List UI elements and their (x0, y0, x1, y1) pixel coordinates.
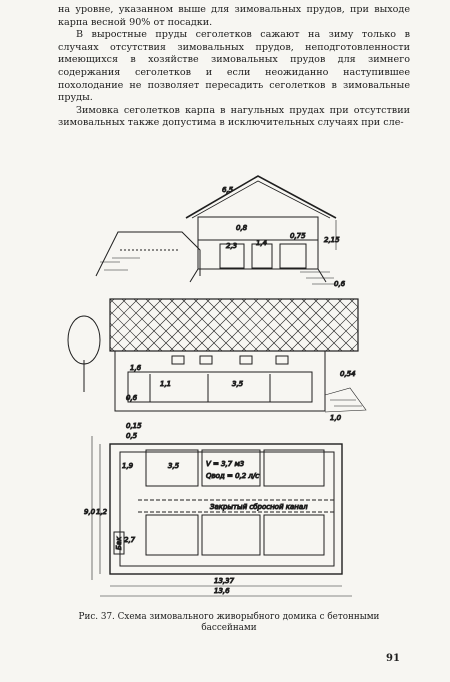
section-view (95, 175, 337, 285)
dim-plan-7: 9,0 (84, 508, 96, 516)
roof-hatch-line (110, 334, 127, 351)
roof-hatch-line (181, 299, 235, 351)
page-number: 91 (386, 653, 400, 664)
dim-side-4: 0,54 (340, 370, 356, 378)
roof-hatch-line (110, 299, 127, 316)
dim-side-2: 1,1 (160, 380, 171, 388)
dim-plan-6: 1,2 (96, 508, 108, 516)
roof-hatch-line (362, 299, 414, 351)
paragraph-1: на уровне, указанном выше для зимовальны… (58, 4, 410, 28)
roof-hatch-line (50, 299, 102, 351)
plan-view (91, 436, 352, 597)
equipment-label: Бак (115, 536, 123, 550)
body-text: на уровне, указанном выше для зимовальны… (58, 4, 410, 130)
dim-section-1: 0,8 (236, 224, 248, 232)
roof-hatch-line (110, 299, 163, 351)
dim-plan-9: 13,6 (214, 587, 230, 595)
dim-side-3: 3,5 (232, 380, 244, 388)
roof-hatch-line (265, 299, 319, 351)
roof-hatch-line (169, 299, 223, 351)
roof-hatch-line (110, 299, 115, 304)
side-elevation (50, 298, 414, 413)
roof-hatch-line (205, 299, 259, 351)
roof-hatch-line (325, 318, 358, 351)
roof-hatch-line (193, 299, 247, 351)
roof-hatch-line (110, 346, 115, 351)
figure-caption: Рис. 37. Схема зимовального живорыбного … (78, 612, 380, 633)
roof-hatch-line (157, 299, 211, 351)
dim-plan-1: 0,15 (126, 422, 142, 430)
roof-hatch-line (289, 299, 343, 351)
dim-section-6: 0,6 (334, 280, 346, 288)
dim-section-3: 1,4 (256, 239, 267, 247)
dim-section-5: 2,15 (324, 236, 340, 244)
dim-section-2: 2,3 (226, 242, 237, 250)
roof-hatch-line (229, 299, 283, 351)
roof-hatch-line (337, 299, 358, 320)
roof-hatch-line (337, 330, 358, 351)
roof-hatch-line (121, 299, 175, 351)
dim-plan-3: 1,9 (122, 462, 134, 470)
channel-label: Закрытый сбросной канал (210, 503, 308, 511)
roof-hatch-line (133, 299, 187, 351)
dim-side-5: 1,0 (330, 414, 342, 422)
roof-hatch-line (301, 299, 355, 351)
dim-side-6: 0,6 (126, 394, 138, 402)
roof-hatch-line (217, 299, 271, 351)
roof-hatch-line (277, 299, 331, 351)
roof-hatch-line (313, 306, 358, 351)
roof-hatch-line (241, 299, 295, 351)
paragraph-3: Зимовка сеголетков карпа в нагульных пру… (58, 104, 410, 129)
water-flow-label: Qвод = 0,2 л/с (206, 472, 259, 480)
pool-volume-label: V = 3,7 м3 (206, 460, 244, 468)
paragraph-2: В выростные пруды сеголетков сажают на з… (58, 29, 410, 104)
roof-hatch-line (50, 299, 102, 351)
dim-plan-2: 0,5 (126, 432, 138, 440)
dim-plan-4: 3,5 (168, 462, 180, 470)
roof-hatch-line (145, 299, 199, 351)
roof-hatch-line (362, 299, 414, 351)
dim-section-4: 0,75 (290, 232, 306, 240)
dim-roof: 6,5 (222, 186, 234, 194)
dim-plan-5: 2,7 (124, 536, 136, 544)
roof-hatch-line (110, 299, 151, 340)
dim-side-1: 1,6 (130, 364, 142, 372)
roof-hatch-line (110, 299, 139, 328)
roof-hatch-line (253, 299, 307, 351)
dim-plan-8: 13,37 (214, 577, 235, 585)
